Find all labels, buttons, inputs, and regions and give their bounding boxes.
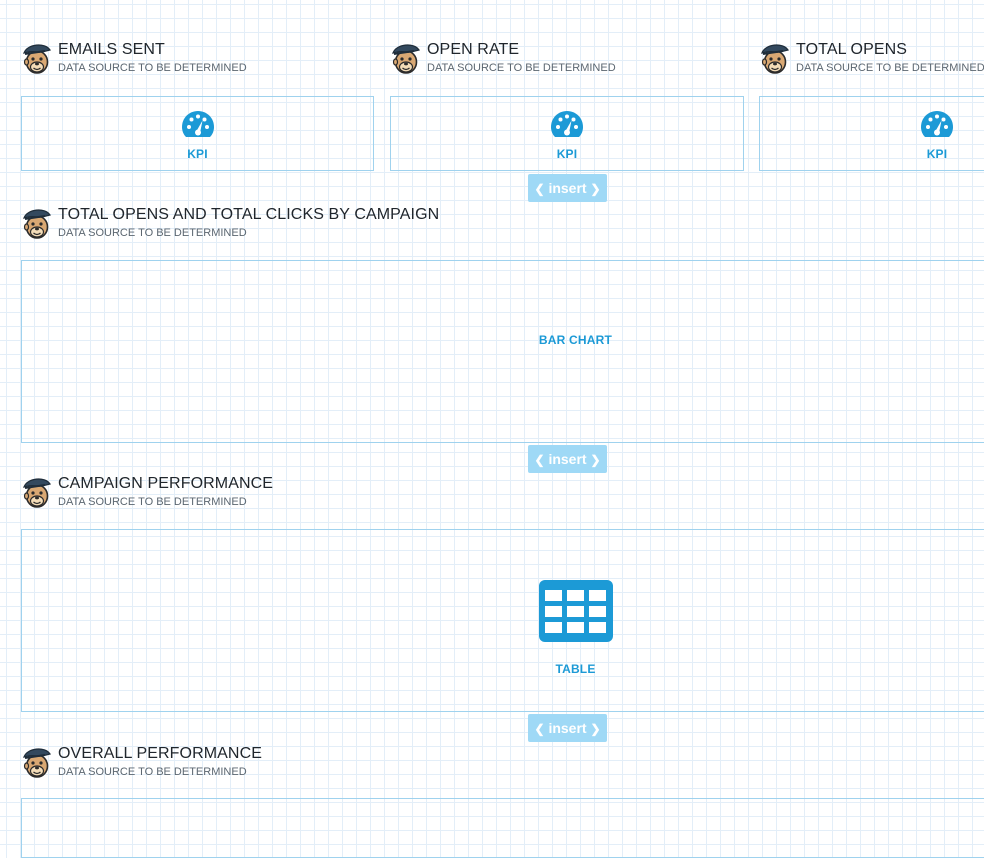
widget-title: OVERALL PERFORMANCE: [58, 745, 263, 762]
widget-subtitle: DATA SOURCE TO BE DETERMINED: [796, 62, 984, 74]
mailchimp-freddie-icon: [21, 745, 53, 779]
table-grid-icon: [539, 580, 613, 642]
chevron-left-icon: ❮: [534, 453, 545, 467]
overall-performance-placeholder[interactable]: [21, 798, 984, 858]
insert-button[interactable]: ❮ insert ❯: [528, 714, 607, 742]
widget-header-campaign-performance: CAMPAIGN PERFORMANCE DATA SOURCE TO BE D…: [21, 475, 621, 515]
widget-title: TOTAL OPENS AND TOTAL CLICKS BY CAMPAIGN: [58, 206, 440, 223]
widget-title: EMAILS SENT: [58, 41, 165, 58]
placeholder-label: KPI: [926, 147, 948, 161]
kpi-placeholder-total-opens[interactable]: KPI: [759, 96, 984, 171]
widget-header-emails-sent: EMAILS SENT DATA SOURCE TO BE DETERMINED: [21, 41, 361, 81]
placeholder-label: KPI: [556, 147, 578, 161]
insert-label: insert: [548, 451, 587, 467]
widget-subtitle: DATA SOURCE TO BE DETERMINED: [58, 227, 247, 239]
widget-header-overall-performance: OVERALL PERFORMANCE DATA SOURCE TO BE DE…: [21, 745, 621, 785]
widget-subtitle: DATA SOURCE TO BE DETERMINED: [58, 62, 247, 74]
table-placeholder[interactable]: TABLE: [21, 529, 984, 712]
gauge-icon: [920, 109, 954, 139]
kpi-placeholder-open-rate[interactable]: KPI: [390, 96, 744, 171]
chevron-right-icon: ❯: [590, 182, 601, 196]
widget-subtitle: DATA SOURCE TO BE DETERMINED: [58, 496, 247, 508]
widget-header-opens-clicks: TOTAL OPENS AND TOTAL CLICKS BY CAMPAIGN…: [21, 206, 621, 246]
chevron-right-icon: ❯: [590, 453, 601, 467]
chevron-right-icon: ❯: [590, 722, 601, 736]
insert-button[interactable]: ❮ insert ❯: [528, 174, 607, 202]
kpi-placeholder-emails-sent[interactable]: KPI: [21, 96, 374, 171]
widget-title: OPEN RATE: [427, 41, 520, 58]
chevron-left-icon: ❮: [534, 182, 545, 196]
widget-subtitle: DATA SOURCE TO BE DETERMINED: [58, 766, 247, 778]
mailchimp-freddie-icon: [759, 41, 791, 75]
widget-title: TOTAL OPENS: [796, 41, 908, 58]
mailchimp-freddie-icon: [21, 206, 53, 240]
insert-label: insert: [548, 720, 587, 736]
bar-chart-placeholder[interactable]: BAR CHART: [21, 260, 984, 443]
widget-header-total-opens: TOTAL OPENS DATA SOURCE TO BE DETERMINED: [759, 41, 984, 81]
mailchimp-freddie-icon: [21, 41, 53, 75]
insert-label: insert: [548, 180, 587, 196]
chevron-left-icon: ❮: [534, 722, 545, 736]
placeholder-label: KPI: [187, 147, 208, 161]
gauge-icon: [181, 109, 215, 139]
mailchimp-freddie-icon: [21, 475, 53, 509]
placeholder-label: TABLE: [555, 662, 596, 676]
mailchimp-freddie-icon: [390, 41, 422, 75]
widget-title: CAMPAIGN PERFORMANCE: [58, 475, 274, 492]
placeholder-label: BAR CHART: [538, 333, 613, 347]
gauge-icon: [550, 109, 584, 139]
widget-header-open-rate: OPEN RATE DATA SOURCE TO BE DETERMINED: [390, 41, 730, 81]
insert-button[interactable]: ❮ insert ❯: [528, 445, 607, 473]
widget-subtitle: DATA SOURCE TO BE DETERMINED: [427, 62, 616, 74]
